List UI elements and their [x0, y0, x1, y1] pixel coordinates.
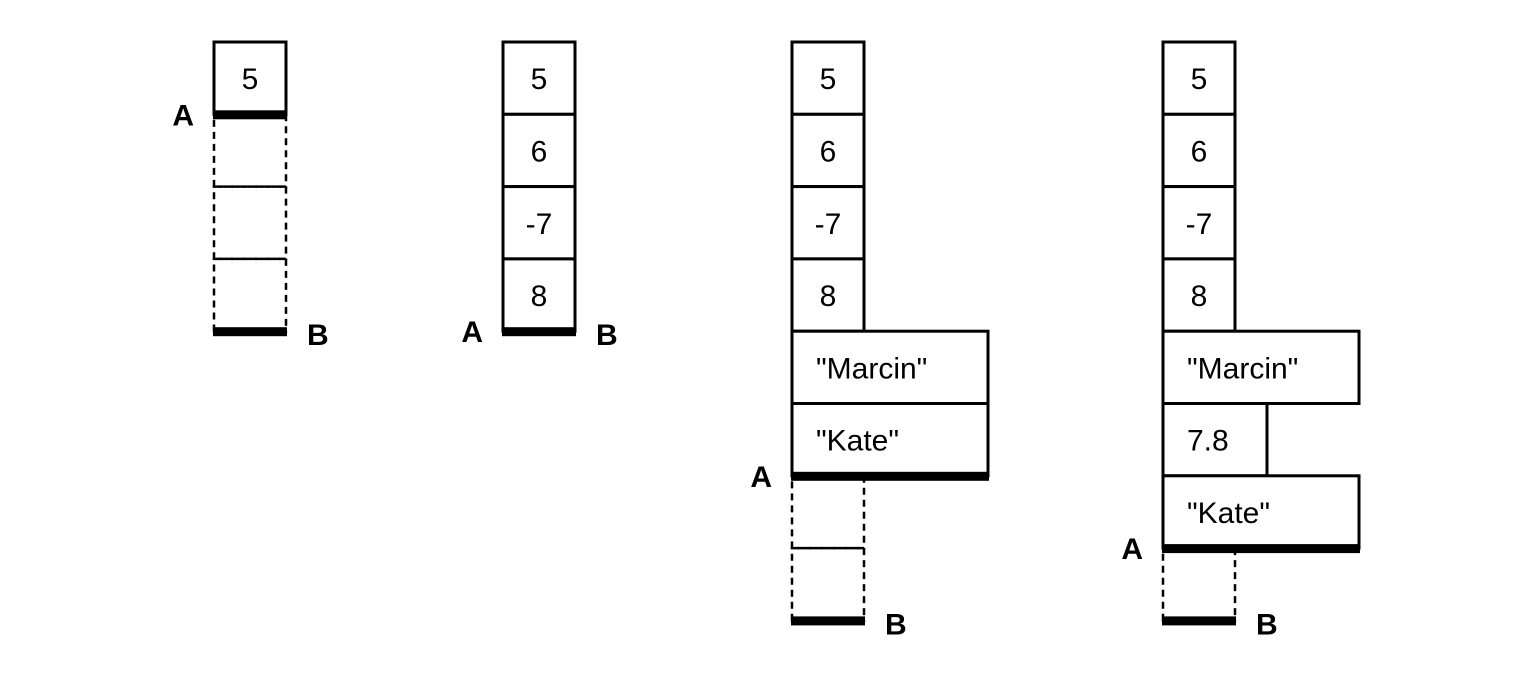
cell-value: "Kate" [816, 425, 899, 458]
stack-state-1: 5A B [172, 40, 329, 352]
cell-value: 5 [1191, 63, 1208, 96]
pointer-a-label: A [750, 461, 772, 494]
stack-state-4: 5 6 -7 8 "Marcin" 7.8 "Kate" A B [1121, 40, 1361, 641]
cell-value: "Kate" [1187, 497, 1270, 530]
stack-cell [1161, 474, 1361, 550]
empty-slot [212, 185, 288, 261]
pointer-b-label: B [1256, 608, 1278, 641]
stack-cell [790, 40, 866, 116]
cell-value: "Marcin" [1187, 352, 1298, 385]
pointer-a-label: A [461, 316, 483, 349]
stack-state-2: 5 6 -7 8A B [461, 40, 618, 352]
pointer-a-label: A [1121, 533, 1143, 566]
cell-value: 7.8 [1187, 425, 1229, 458]
pointer-b-label: B [885, 608, 907, 641]
cell-value: 6 [1191, 135, 1208, 168]
pointer-b-bar [213, 327, 287, 337]
stack-state-3: 5 6 -7 8 "Marcin" "Kate" A B [750, 40, 990, 641]
pointer-a-bar [1162, 544, 1360, 554]
pointer-b-label: B [307, 319, 329, 352]
cell-value: 8 [1191, 280, 1208, 313]
cell-value: 8 [820, 280, 837, 313]
cell-value: 6 [820, 135, 837, 168]
pointer-b-bar [1162, 616, 1236, 626]
empty-slot [790, 546, 866, 622]
cell-value: -7 [815, 208, 842, 241]
pointer-b-bar [791, 616, 865, 626]
pointer-a-label: A [172, 99, 194, 132]
empty-slot [212, 257, 288, 333]
pointer-a-bar [213, 110, 287, 120]
stack-cell [501, 185, 577, 261]
pointer-a-bar [502, 327, 576, 337]
stack-cell [790, 185, 866, 261]
cell-value: 5 [820, 63, 837, 96]
pointer-b-label: B [596, 319, 618, 352]
stack-cell [1161, 329, 1361, 406]
stack-cell [790, 329, 990, 406]
empty-slot [212, 113, 288, 188]
empty-slot [1161, 546, 1237, 622]
stack-cell [790, 402, 990, 478]
cell-value: 6 [531, 135, 548, 168]
stack-cell [1161, 402, 1269, 478]
cell-value: 8 [531, 280, 548, 313]
cell-value: 5 [531, 63, 548, 96]
cell-value: 5 [242, 63, 259, 96]
stack-cell [1161, 185, 1237, 261]
empty-slot [790, 474, 866, 550]
stack-cell [1161, 40, 1237, 116]
cell-value: -7 [1186, 208, 1213, 241]
cell-value: "Marcin" [816, 352, 927, 385]
pointer-a-bar [791, 471, 989, 481]
cell-value: -7 [526, 208, 553, 241]
